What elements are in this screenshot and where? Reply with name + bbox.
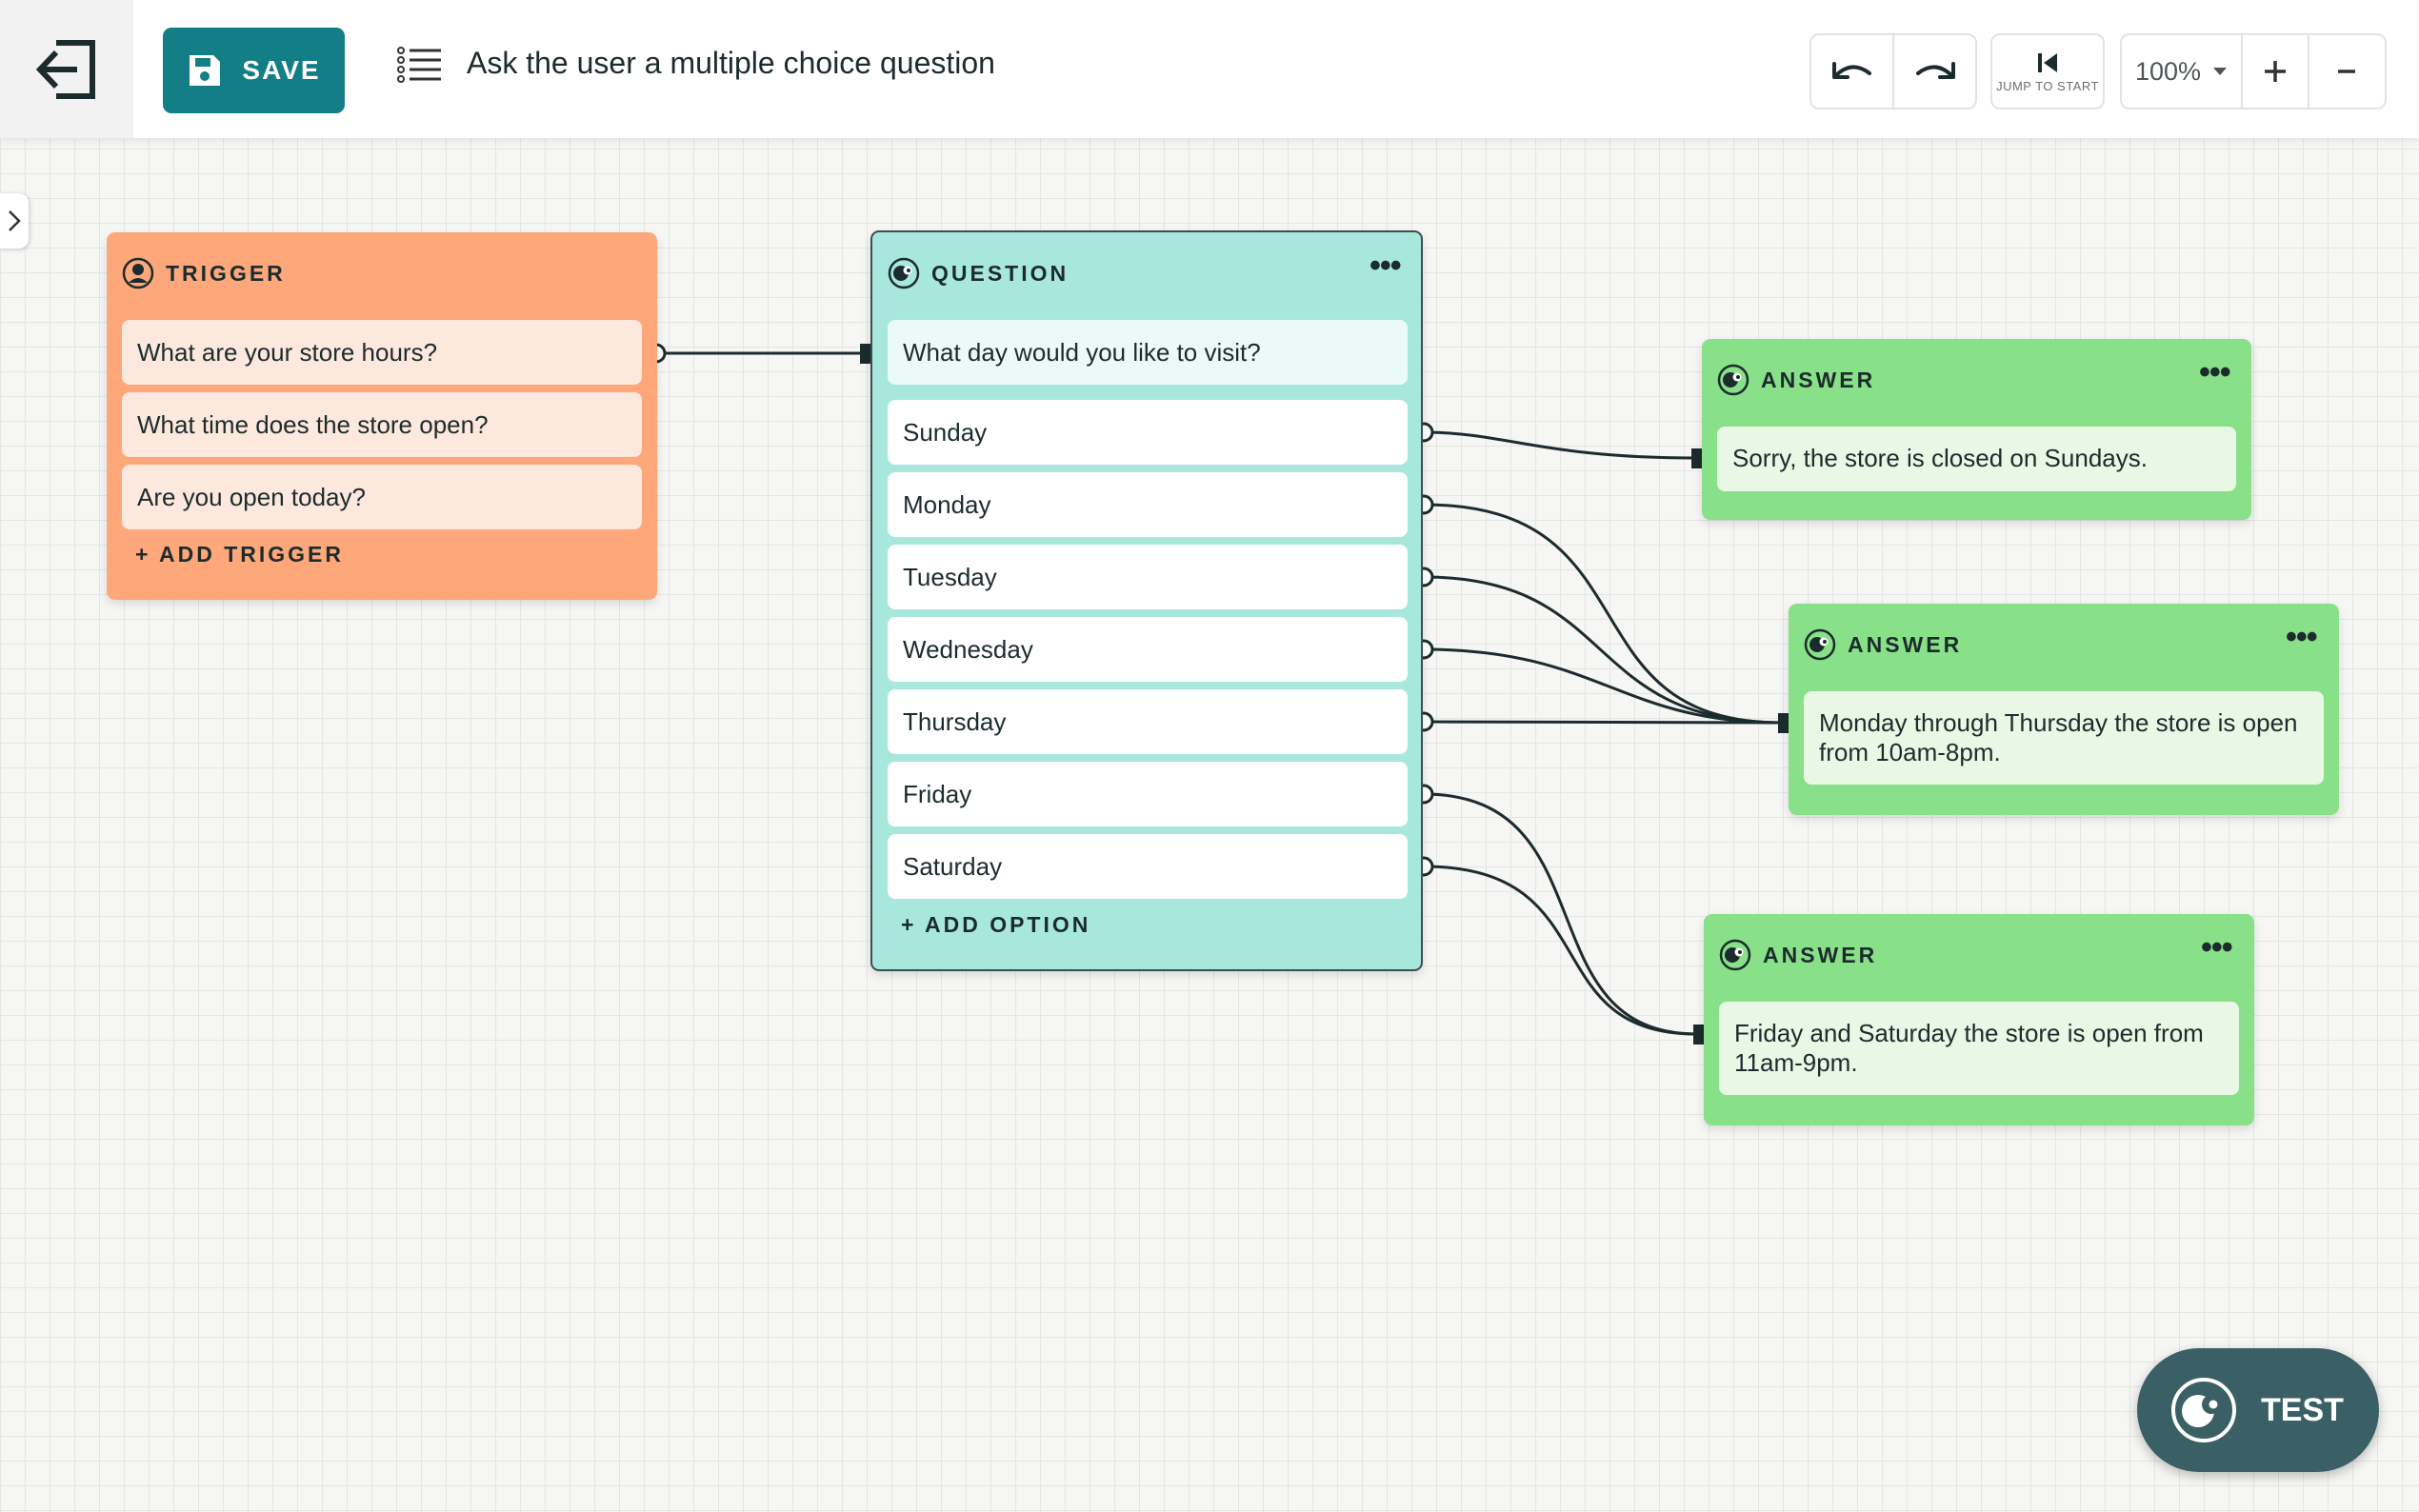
save-button[interactable]: SAVE — [163, 28, 345, 113]
trigger-phrase[interactable]: What are your store hours? — [122, 320, 642, 385]
zoom-out-button[interactable] — [2308, 35, 2385, 108]
save-label: SAVE — [242, 55, 320, 86]
question-menu-button[interactable]: ••• — [1369, 249, 1401, 282]
question-node[interactable]: QUESTION ••• What day would you like to … — [870, 230, 1423, 971]
add-trigger-button[interactable]: + ADD TRIGGER — [135, 542, 344, 567]
zoom-level: 100% — [2135, 57, 2201, 87]
answer-node[interactable]: ANSWER ••• Friday and Saturday the store… — [1704, 914, 2254, 1125]
undo-icon — [1831, 58, 1873, 85]
connection-monday — [1424, 505, 1782, 723]
answer-menu-button[interactable]: ••• — [2199, 356, 2230, 388]
trigger-header: TRIGGER — [122, 257, 286, 289]
bot-icon — [1804, 628, 1836, 661]
zoom-controls: 100% — [2120, 33, 2387, 109]
answer-header: ANSWER — [1804, 628, 1962, 661]
question-title: QUESTION — [931, 261, 1069, 287]
answer-title: ANSWER — [1848, 632, 1962, 658]
user-icon — [122, 257, 154, 289]
question-header: QUESTION — [888, 257, 1069, 289]
test-button[interactable]: TEST — [2137, 1348, 2379, 1472]
answer-1-input-port — [1691, 448, 1702, 468]
toolbar: SAVE Ask the user a multiple choice ques… — [0, 0, 2419, 138]
redo-button[interactable] — [1892, 35, 1975, 108]
connection-sunday — [1424, 432, 1695, 458]
connection-tuesday — [1424, 577, 1782, 723]
answer-header: ANSWER — [1717, 364, 1875, 396]
zoom-in-button[interactable] — [2241, 35, 2308, 108]
test-label: TEST — [2261, 1392, 2344, 1429]
question-prompt[interactable]: What day would you like to visit? — [888, 320, 1408, 385]
option-saturday[interactable]: Saturday — [888, 834, 1408, 899]
back-button[interactable] — [33, 36, 100, 103]
jump-to-start-button[interactable]: JUMP TO START — [1992, 35, 2103, 108]
trigger-title: TRIGGER — [166, 261, 286, 287]
back-area — [0, 0, 133, 138]
bot-icon — [1719, 939, 1751, 971]
option-friday[interactable]: Friday — [888, 762, 1408, 826]
option-tuesday[interactable]: Tuesday — [888, 545, 1408, 609]
history-controls — [1809, 33, 1977, 109]
minus-icon — [2336, 69, 2357, 74]
floppy-disk-icon — [187, 52, 223, 89]
answer-text[interactable]: Sorry, the store is closed on Sundays. — [1717, 427, 2236, 491]
option-monday[interactable]: Monday — [888, 472, 1408, 537]
answer-node[interactable]: ANSWER ••• Monday through Thursday the s… — [1789, 604, 2339, 815]
answer-title: ANSWER — [1761, 368, 1875, 393]
answer-3-input-port — [1693, 1025, 1704, 1044]
trigger-phrase[interactable]: What time does the store open? — [122, 392, 642, 457]
jump-controls: JUMP TO START — [1990, 33, 2105, 109]
connection-thursday — [1424, 722, 1782, 723]
page-title: Ask the user a multiple choice question — [467, 46, 995, 81]
answer-title: ANSWER — [1763, 943, 1877, 968]
trigger-phrase[interactable]: Are you open today? — [122, 465, 642, 529]
option-wednesday[interactable]: Wednesday — [888, 617, 1408, 682]
option-thursday[interactable]: Thursday — [888, 689, 1408, 754]
redo-icon — [1914, 58, 1956, 85]
answer-menu-button[interactable]: ••• — [2286, 621, 2317, 653]
bot-icon — [2169, 1376, 2238, 1444]
connection-wednesday — [1424, 649, 1782, 723]
answer-text[interactable]: Friday and Saturday the store is open fr… — [1719, 1002, 2239, 1095]
answer-menu-button[interactable]: ••• — [2201, 931, 2232, 964]
undo-button[interactable] — [1811, 35, 1892, 108]
add-option-button[interactable]: + ADD OPTION — [901, 912, 1090, 938]
option-sunday[interactable]: Sunday — [888, 400, 1408, 465]
plus-icon — [2263, 59, 2288, 84]
bot-icon — [1717, 364, 1749, 396]
exit-arrow-icon — [35, 38, 98, 101]
connection-friday — [1424, 794, 1697, 1034]
skip-to-start-icon — [2035, 50, 2060, 75]
answer-2-input-port — [1778, 713, 1789, 733]
chevron-right-icon — [8, 209, 21, 232]
answer-header: ANSWER — [1719, 939, 1877, 971]
connection-saturday — [1424, 866, 1697, 1034]
answer-node[interactable]: ANSWER ••• Sorry, the store is closed on… — [1702, 339, 2251, 520]
sidebar-toggle[interactable] — [0, 193, 29, 249]
chevron-down-icon — [2212, 67, 2228, 76]
bot-icon — [888, 257, 920, 289]
zoom-select[interactable]: 100% — [2122, 35, 2241, 108]
list-icon — [397, 46, 443, 84]
trigger-node[interactable]: TRIGGER What are your store hours? What … — [107, 232, 657, 600]
jump-to-start-label: JUMP TO START — [1996, 79, 2099, 93]
trigger-input-port — [860, 344, 870, 364]
answer-text[interactable]: Monday through Thursday the store is ope… — [1804, 691, 2324, 785]
